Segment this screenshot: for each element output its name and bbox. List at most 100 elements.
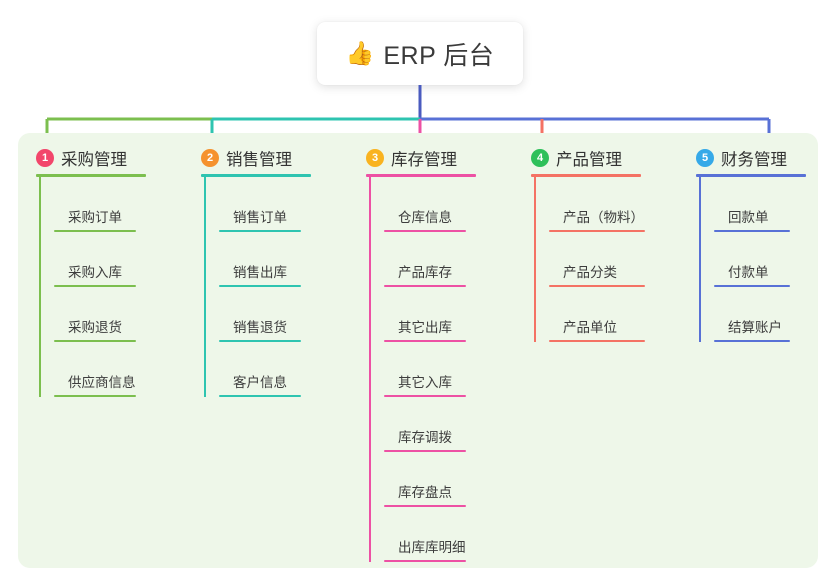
leaf-item[interactable]: 出库库明细 (384, 507, 476, 562)
leaf-item[interactable]: 采购退货 (54, 287, 146, 342)
leaf-underline (384, 340, 466, 342)
leaf-item[interactable]: 结算账户 (714, 287, 806, 342)
column-underline-3 (366, 174, 476, 177)
column-title-3: 库存管理 (391, 151, 457, 169)
leaf-underline (714, 340, 790, 342)
column-header-1[interactable]: 1 采购管理 (36, 146, 146, 170)
column-4: 4 产品管理产品（物料） 产品分类产品单位 (531, 146, 645, 342)
column-5: 5 财务管理回款单付款单结算账户 (696, 146, 806, 342)
leaf-label: 销售退货 (233, 320, 287, 335)
column-title-1: 采购管理 (61, 151, 127, 169)
leaf-underline (714, 285, 790, 287)
leaf-label: 付款单 (728, 265, 769, 280)
leaf-label: 采购退货 (68, 320, 122, 335)
leaf-label: 其它出库 (398, 320, 452, 335)
leaf-label: 出库库明细 (398, 540, 466, 555)
leaf-underline (384, 285, 466, 287)
leaf-underline (219, 285, 301, 287)
column-badge-2: 2 (201, 149, 219, 167)
leaf-list-3: 仓库信息产品库存其它出库其它入库库存调拨库存盘点出库库明细 (366, 177, 476, 562)
thumbs-up-icon: 👍 (345, 40, 375, 66)
column-underline-1 (36, 174, 146, 177)
leaf-item[interactable]: 产品单位 (549, 287, 645, 342)
leaf-label: 库存调拨 (398, 430, 452, 445)
column-underline-2 (201, 174, 311, 177)
leaf-label: 产品库存 (398, 265, 452, 280)
leaf-item[interactable]: 销售订单 (219, 177, 311, 232)
leaf-label: 仓库信息 (398, 210, 452, 225)
leaf-underline (384, 395, 466, 397)
column-header-4[interactable]: 4 产品管理 (531, 146, 645, 170)
leaf-label: 客户信息 (233, 375, 287, 390)
leaf-underline (54, 285, 136, 287)
leaf-underline (549, 230, 645, 232)
leaf-spine-3 (369, 177, 371, 562)
leaf-item[interactable]: 产品（物料） (549, 177, 645, 232)
column-header-3[interactable]: 3 库存管理 (366, 146, 476, 170)
column-badge-3: 3 (366, 149, 384, 167)
leaf-item[interactable]: 付款单 (714, 232, 806, 287)
leaf-underline (54, 340, 136, 342)
column-badge-5: 5 (696, 149, 714, 167)
leaf-label: 销售出库 (233, 265, 287, 280)
column-underline-5 (696, 174, 806, 177)
leaf-underline (54, 395, 136, 397)
leaf-list-4: 产品（物料） 产品分类产品单位 (531, 177, 645, 342)
leaf-underline (549, 340, 645, 342)
leaf-underline (219, 230, 301, 232)
leaf-spine-1 (39, 177, 41, 397)
leaf-list-2: 销售订单销售出库销售退货客户信息 (201, 177, 311, 397)
leaf-item[interactable]: 客户信息 (219, 342, 311, 397)
leaf-spine-5 (699, 177, 701, 342)
leaf-label: 供应商信息 (68, 375, 136, 390)
column-badge-4: 4 (531, 149, 549, 167)
leaf-label: 其它入库 (398, 375, 452, 390)
column-title-5: 财务管理 (721, 151, 787, 169)
column-3: 3 库存管理仓库信息产品库存其它出库其它入库库存调拨库存盘点出库库明细 (366, 146, 476, 562)
leaf-item[interactable]: 产品分类 (549, 232, 645, 287)
leaf-underline (219, 340, 301, 342)
leaf-label: 库存盘点 (398, 485, 452, 500)
leaf-label: 产品分类 (563, 265, 617, 280)
leaf-item[interactable]: 供应商信息 (54, 342, 146, 397)
leaf-item[interactable]: 回款单 (714, 177, 806, 232)
leaf-label: 结算账户 (728, 320, 782, 335)
leaf-label: 产品（物料） (563, 210, 644, 225)
leaf-item[interactable]: 采购入库 (54, 232, 146, 287)
leaf-underline (384, 230, 466, 232)
leaf-list-5: 回款单付款单结算账户 (696, 177, 806, 342)
column-title-4: 产品管理 (556, 151, 622, 169)
root-title: ERP 后台 (383, 41, 495, 70)
column-header-5[interactable]: 5 财务管理 (696, 146, 806, 170)
root-node-card[interactable]: 👍 ERP 后台 (317, 22, 523, 85)
leaf-underline (714, 230, 790, 232)
leaf-item[interactable]: 库存盘点 (384, 452, 476, 507)
column-underline-4 (531, 174, 641, 177)
leaf-underline (54, 230, 136, 232)
column-1: 1 采购管理采购订单采购入库采购退货供应商信息 (36, 146, 146, 397)
leaf-label: 产品单位 (563, 320, 617, 335)
leaf-spine-2 (204, 177, 206, 397)
leaf-item[interactable]: 销售出库 (219, 232, 311, 287)
branch-panel (18, 133, 818, 568)
leaf-item[interactable]: 产品库存 (384, 232, 476, 287)
leaf-label: 回款单 (728, 210, 769, 225)
leaf-underline (384, 505, 466, 507)
leaf-label: 采购入库 (68, 265, 122, 280)
leaf-item[interactable]: 采购订单 (54, 177, 146, 232)
leaf-underline (219, 395, 301, 397)
leaf-item[interactable]: 其它出库 (384, 287, 476, 342)
leaf-label: 销售订单 (233, 210, 287, 225)
leaf-spine-4 (534, 177, 536, 342)
leaf-underline (384, 450, 466, 452)
leaf-item[interactable]: 库存调拨 (384, 397, 476, 452)
leaf-item[interactable]: 仓库信息 (384, 177, 476, 232)
leaf-item[interactable]: 其它入库 (384, 342, 476, 397)
column-badge-1: 1 (36, 149, 54, 167)
leaf-item[interactable]: 销售退货 (219, 287, 311, 342)
leaf-list-1: 采购订单采购入库采购退货供应商信息 (36, 177, 146, 397)
leaf-underline (549, 285, 645, 287)
